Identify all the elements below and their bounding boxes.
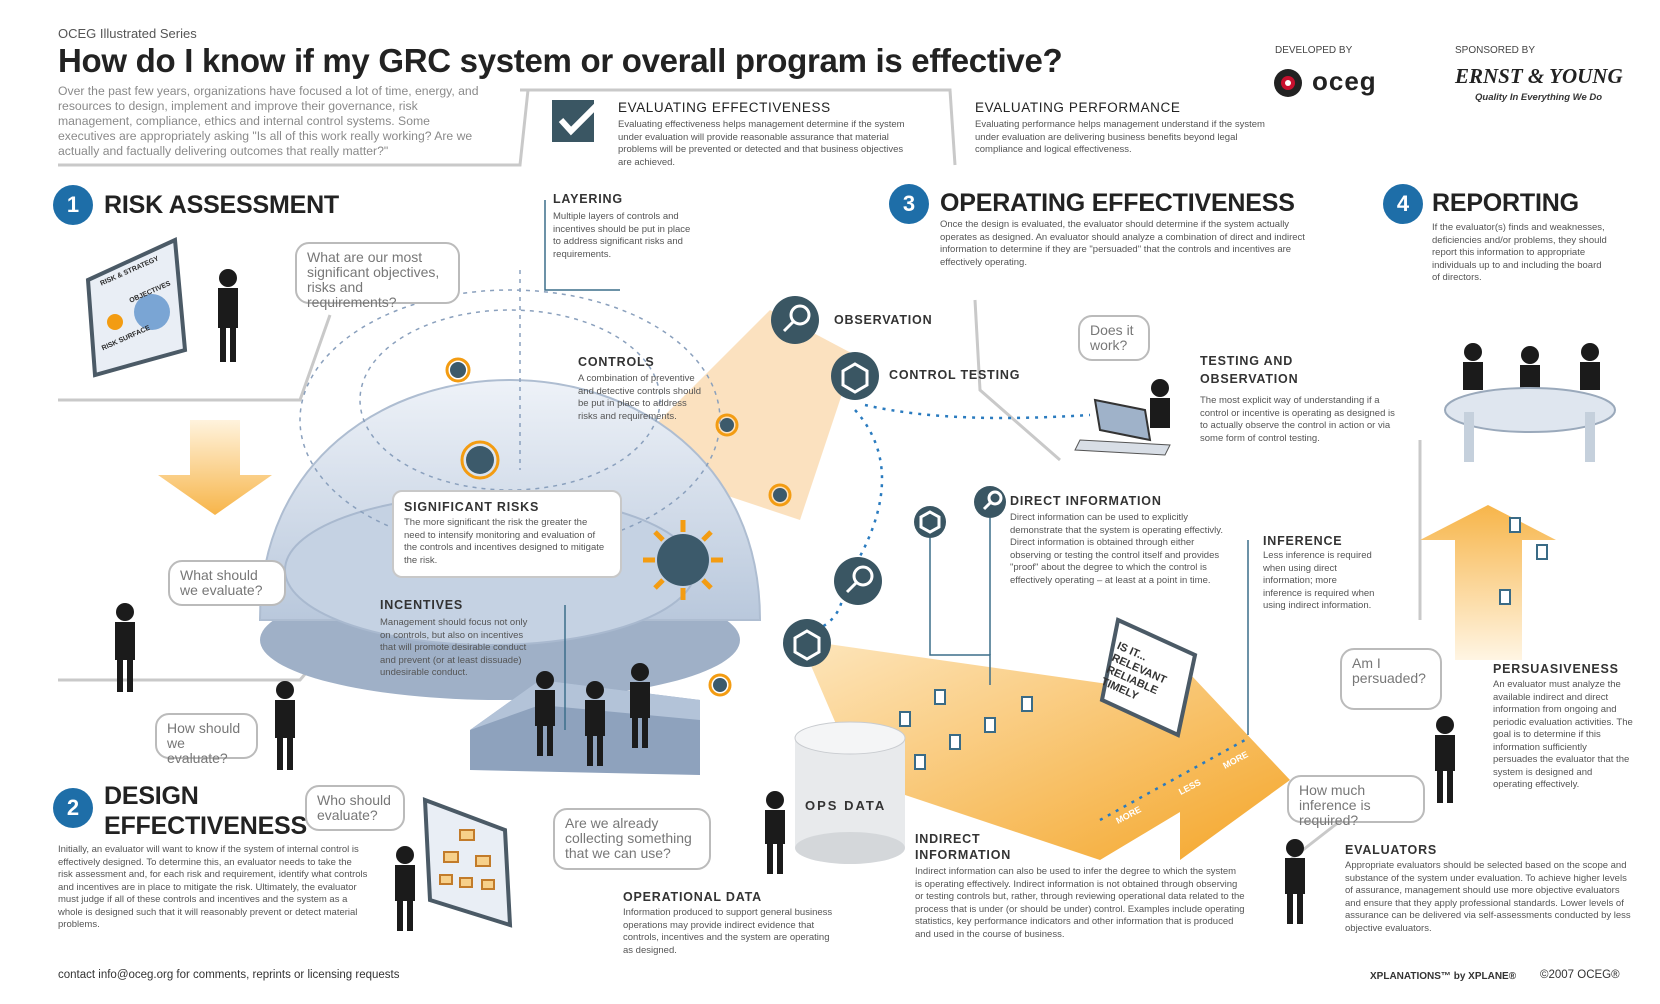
people-silhouettes <box>115 269 1600 931</box>
design-effectiveness-text: Initially, an evaluator will want to kno… <box>58 844 368 930</box>
down-arrow <box>158 420 272 515</box>
am-i-persuaded-bubble: Am I persuaded? <box>1340 648 1442 710</box>
what-should-bubble: What should we evaluate? <box>168 560 286 606</box>
section-2-number: 2 <box>53 788 93 828</box>
testing-observation-title-1: TESTING AND <box>1200 354 1294 368</box>
ernst-young-logo: ERNST & YOUNG <box>1455 64 1623 88</box>
direct-information-text: Direct information can be used to explic… <box>1010 512 1223 586</box>
testing-observation-text: The most explicit way of understanding i… <box>1200 395 1395 444</box>
up-arrow <box>1420 505 1556 660</box>
persuasiveness-title: PERSUASIVENESS <box>1493 662 1619 676</box>
incentives-title: INCENTIVES <box>380 598 464 612</box>
significant-risks-box: SIGNIFICANT RISKS The more significant t… <box>392 490 622 578</box>
developed-by-label: DEVELOPED BY <box>1275 45 1353 56</box>
evaluating-performance-text: Evaluating performance helps management … <box>975 119 1265 155</box>
layering-text: Multiple layers of controls and incentiv… <box>553 211 691 260</box>
does-it-work-bubble: Does it work? <box>1078 315 1150 361</box>
copyright: ©2007 OCEG® <box>1540 969 1620 981</box>
incentives-text: Management should focus not only on cont… <box>380 617 528 678</box>
inference-title: INFERENCE <box>1263 534 1343 548</box>
design-title-line2: EFFECTIVENESS <box>104 812 307 840</box>
operational-data-title: OPERATIONAL DATA <box>623 890 762 904</box>
observation-label: OBSERVATION <box>834 313 933 327</box>
xplane-credit: XPLANATIONS™ by XPLANE® <box>1370 971 1517 982</box>
significant-risks-title: SIGNIFICANT RISKS <box>404 500 540 514</box>
series-label: OCEG Illustrated Series <box>58 26 197 41</box>
evaluating-effectiveness-text: Evaluating effectiveness helps managemen… <box>618 119 905 168</box>
sponsored-by-label: SPONSORED BY <box>1455 45 1536 56</box>
intro-text: Over the past few years, organizations h… <box>58 84 479 158</box>
operating-effectiveness-title: OPERATING EFFECTIVENESS <box>940 189 1295 217</box>
page-title: How do I know if my GRC system or overal… <box>58 42 1063 79</box>
reporting-text: If the evaluator(s) finds and weaknesses… <box>1432 222 1607 283</box>
persuasiveness-text: An evaluator must analyze the available … <box>1493 679 1633 790</box>
how-should-bubble: How should we evaluate? <box>155 713 258 766</box>
evaluating-effectiveness-title: EVALUATING EFFECTIVENESS <box>618 100 831 115</box>
evaluating-performance-title: EVALUATING PERFORMANCE <box>975 100 1181 115</box>
control-testing-label: CONTROL TESTING <box>889 368 1021 382</box>
testing-observation-title-2: OBSERVATION <box>1200 372 1299 386</box>
operational-data-text: Information produced to support general … <box>623 907 833 956</box>
indirect-information-title-1: INDIRECT <box>915 832 981 846</box>
how-much-inference-bubble: How much inference is required? <box>1287 775 1425 828</box>
oceg-logo: oceg <box>1312 66 1377 96</box>
ops-data-label: OPS DATA <box>805 798 887 813</box>
ernst-young-tagline: Quality In Everything We Do <box>1475 92 1603 103</box>
evaluators-title: EVALUATORS <box>1345 843 1438 857</box>
operational-data-bubble: Are we already collecting something that… <box>553 808 711 870</box>
section-3-number: 3 <box>889 184 929 224</box>
ops-data-cylinder <box>794 721 906 864</box>
layering-title: LAYERING <box>553 192 623 206</box>
reporting-title: REPORTING <box>1432 189 1579 217</box>
section-1-number: 1 <box>53 185 93 225</box>
section-4-number: 4 <box>1383 184 1423 224</box>
design-title-line1: DESIGN <box>104 782 199 810</box>
risk-assessment-title: RISK ASSESSMENT <box>104 191 340 219</box>
who-should-bubble: Who should evaluate? <box>305 785 405 831</box>
controls-title: CONTROLS <box>578 355 655 369</box>
operating-effectiveness-text: Once the design is evaluated, the evalua… <box>940 219 1305 268</box>
indirect-information-title-2: INFORMATION <box>915 848 1012 862</box>
risk-board <box>85 237 188 378</box>
controls-text: A combination of preventive and detectiv… <box>578 373 702 422</box>
risk-assessment-bubble: What are our most significant objectives… <box>295 242 460 310</box>
indirect-information-text: Indirect information can also be used to… <box>915 866 1245 940</box>
design-board <box>422 797 513 928</box>
significant-risks-text: The more significant the risk the greate… <box>404 517 605 566</box>
direct-information-title: DIRECT INFORMATION <box>1010 494 1162 508</box>
contact-text: contact info@oceg.org for comments, repr… <box>58 969 400 981</box>
evaluators-text: Appropriate evaluators should be selecte… <box>1345 860 1631 934</box>
inference-text: Less inference is required when using di… <box>1263 550 1375 611</box>
